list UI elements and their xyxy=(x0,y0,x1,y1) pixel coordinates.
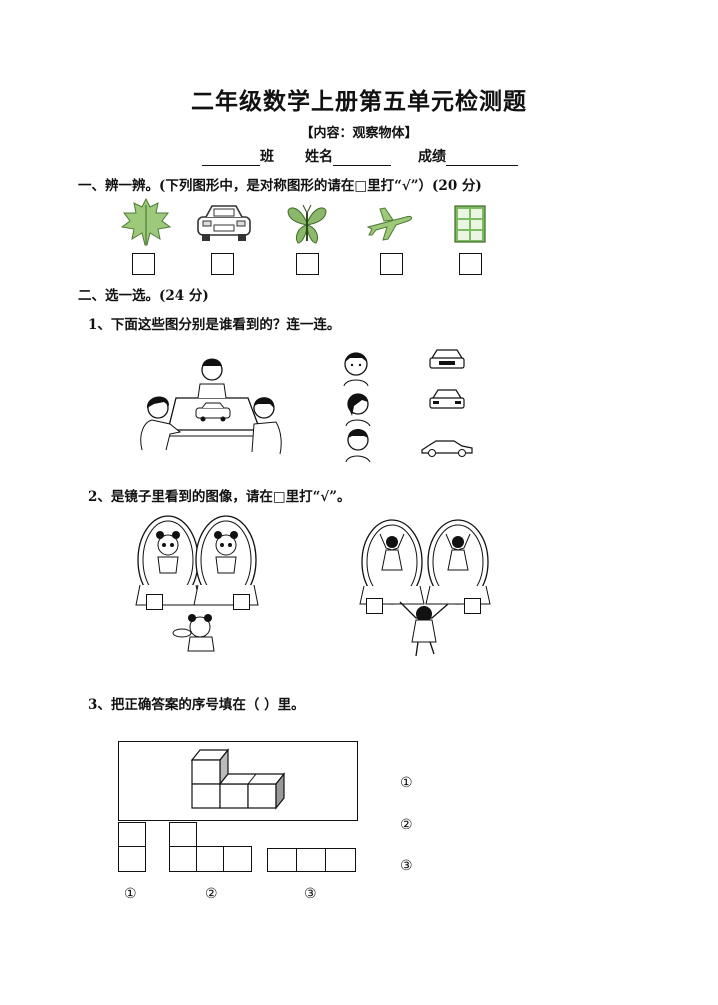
view-label-2: ② xyxy=(205,886,218,902)
page-subtitle: 【内容：观察物体】 xyxy=(300,126,418,141)
answer-box-leaf[interactable] xyxy=(132,253,155,275)
class-label: 班 xyxy=(260,149,274,165)
butterfly-icon xyxy=(287,204,327,244)
option-label-3: ③ xyxy=(400,858,413,874)
mirror-box-girl-left[interactable] xyxy=(366,598,383,614)
window-icon xyxy=(454,205,486,243)
section2-heading: 二、选一选。(24 分) xyxy=(78,288,209,304)
answer-box-butterfly[interactable] xyxy=(296,253,319,275)
view-label-1: ① xyxy=(124,886,137,902)
name-field: 姓名 xyxy=(305,146,391,166)
page-title: 二年级数学上册第五单元检测题 xyxy=(191,88,527,115)
option-label-2: ② xyxy=(400,817,413,833)
answer-box-window[interactable] xyxy=(459,253,482,275)
cube-stack-figure xyxy=(190,748,286,810)
view2-cell-bottom-2 xyxy=(196,846,224,872)
name-blank[interactable] xyxy=(333,151,391,166)
view1-cell-top xyxy=(118,822,146,847)
car-rear-view-icon xyxy=(429,389,465,409)
mirror-box-girl-right[interactable] xyxy=(464,598,481,614)
view-label-3: ③ xyxy=(304,886,317,902)
class-blank[interactable] xyxy=(202,151,260,166)
leaf-icon xyxy=(120,197,172,246)
option-label-1: ① xyxy=(400,775,413,791)
airplane-icon xyxy=(366,207,413,241)
car-icon xyxy=(197,205,251,241)
view3-cell-2 xyxy=(296,848,326,872)
girl-mirror-illustration xyxy=(359,519,491,657)
view1-cell-bottom xyxy=(118,846,146,872)
view2-cell-bottom-3 xyxy=(223,846,252,872)
cube-figure-frame xyxy=(118,741,358,821)
question3-text: 3、把正确答案的序号填在（ ）里。 xyxy=(88,697,305,713)
car-side-view-icon xyxy=(421,440,473,457)
section1-heading: 一、辨一辨。(下列图形中，是对称图形的请在□里打“√”）(20 分) xyxy=(78,178,482,194)
view3-cell-3 xyxy=(325,848,356,872)
view2-cell-bottom-1 xyxy=(169,846,197,872)
boy-front-head-icon xyxy=(343,352,369,387)
mirror-box-panda-right[interactable] xyxy=(233,594,250,610)
answer-box-car[interactable] xyxy=(211,253,234,275)
view2-cell-top xyxy=(169,822,197,847)
class-field: 班 xyxy=(202,146,274,166)
panda-mirror-illustration xyxy=(135,515,259,652)
table-scene-illustration xyxy=(140,358,282,455)
score-field: 成绩 xyxy=(418,146,518,166)
car-front-view-icon xyxy=(429,349,465,369)
mirror-box-panda-left[interactable] xyxy=(146,594,163,610)
score-label: 成绩 xyxy=(418,149,446,165)
boy-side-head-icon xyxy=(345,429,371,463)
answer-box-airplane[interactable] xyxy=(380,253,403,275)
view3-cell-1 xyxy=(267,848,297,872)
score-blank[interactable] xyxy=(446,151,518,166)
name-label: 姓名 xyxy=(305,149,333,165)
question2-text: 2、是镜子里看到的图像，请在□里打“√”。 xyxy=(88,489,351,505)
girl-side-head-icon xyxy=(345,393,371,427)
question1-text: 1、下面这些图分别是谁看到的？连一连。 xyxy=(88,317,341,333)
